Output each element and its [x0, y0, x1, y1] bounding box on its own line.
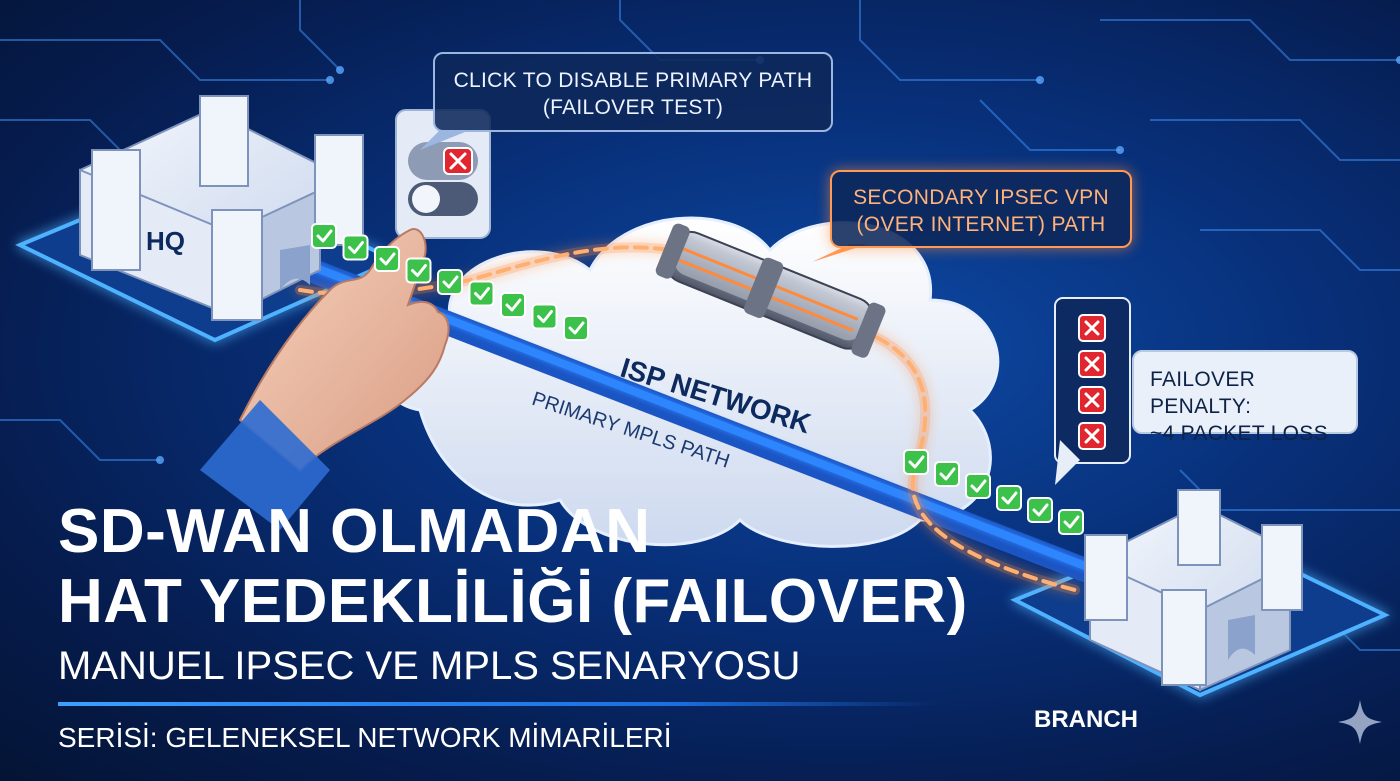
primary-callout-line2: (FAILOVER TEST)	[542, 96, 724, 119]
secondary-callout-line1: SECONDARY IPSEC VPN	[853, 186, 1109, 209]
check-icon	[468, 280, 495, 307]
title-line-1: SD-WAN OLMADAN	[58, 497, 651, 566]
x-icon	[1078, 422, 1106, 450]
secondary-path-callout: SECONDARY IPSEC VPN (OVER INTERNET) PATH	[830, 170, 1132, 248]
secondary-callout-line2: (OVER INTERNET) PATH	[856, 213, 1106, 236]
check-icon	[374, 246, 400, 272]
check-icon	[500, 292, 526, 318]
vpn-tunnel-icon	[655, 223, 886, 358]
branch-building	[1084, 489, 1303, 692]
check-icon	[531, 303, 558, 330]
packet-loss-panel	[1054, 297, 1131, 485]
branch-label: BRANCH	[1034, 706, 1138, 733]
toggle-switch[interactable]	[395, 109, 491, 239]
check-icon	[563, 315, 589, 341]
hq-building	[79, 95, 364, 321]
check-icon	[934, 461, 960, 487]
penalty-callout-line1: FAILOVER PENALTY:	[1150, 368, 1256, 418]
check-icon	[1027, 497, 1053, 523]
primary-callout-line1: CLICK TO DISABLE PRIMARY PATH	[453, 69, 813, 92]
title-line-3: MANUEL IPSEC VE MPLS SENARYOSU	[58, 644, 801, 688]
check-icon	[1058, 509, 1084, 535]
check-icon	[437, 269, 463, 295]
checks-hq-side	[311, 223, 589, 341]
checks-branch-side	[903, 449, 1084, 535]
x-icon	[1078, 350, 1106, 378]
check-icon	[342, 234, 369, 261]
hand-pointer	[200, 228, 450, 530]
x-icon	[1078, 386, 1106, 414]
series-subtitle: SERİSİ: GELENEKSEL NETWORK MİMARİLERİ	[58, 722, 672, 753]
check-icon	[996, 485, 1022, 511]
x-icon	[1078, 314, 1106, 342]
hq-label: HQ	[146, 226, 185, 256]
primary-callout-pointer	[420, 130, 470, 150]
check-icon	[965, 473, 991, 499]
title-underline	[58, 702, 938, 706]
failover-penalty-callout: FAILOVER PENALTY: ~4 PACKET LOSS	[1132, 350, 1358, 445]
secondary-callout-pointer	[812, 244, 868, 262]
penalty-callout-line2: ~4 PACKET LOSS	[1150, 422, 1328, 445]
check-icon	[405, 257, 432, 284]
title-line-2: HAT YEDEKLİLİĞİ (FAILOVER)	[58, 567, 968, 636]
sparkle-icon	[1338, 700, 1382, 744]
check-icon	[311, 223, 337, 249]
check-icon	[903, 449, 929, 475]
primary-path-callout: CLICK TO DISABLE PRIMARY PATH (FAILOVER …	[433, 52, 833, 132]
